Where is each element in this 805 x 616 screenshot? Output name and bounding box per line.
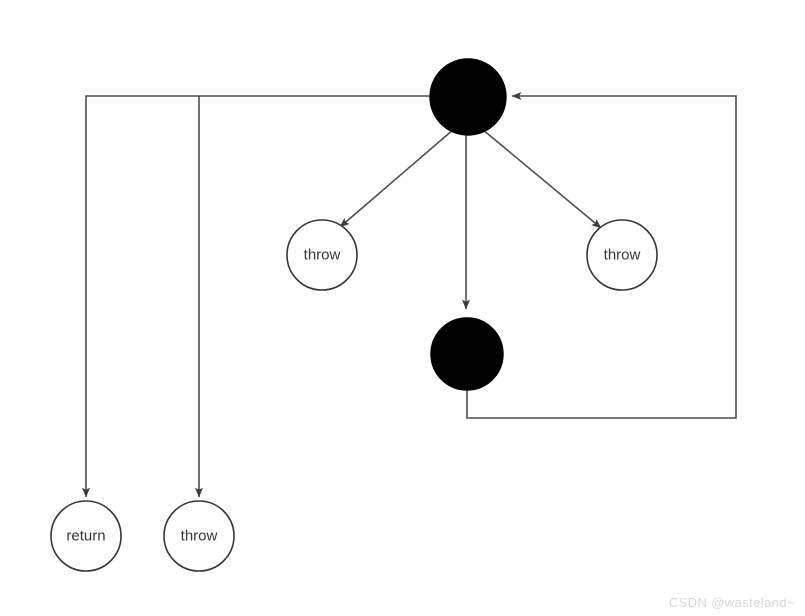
edge-root-to-right-throw [481, 128, 602, 229]
edge-root-to-return [82, 95, 430, 498]
node-middle-filled[interactable] [430, 317, 504, 391]
node-throw-bottom[interactable] [163, 500, 235, 572]
node-throw-bottom-label: throw [181, 528, 218, 545]
edge-root-to-left-throw [339, 128, 455, 228]
watermark: CSDN @wasteland~ [668, 595, 795, 610]
node-throw-right[interactable] [586, 219, 658, 291]
edge-loop-back-to-root [466, 92, 737, 419]
node-throw-right-label: throw [604, 247, 641, 264]
node-throw-left-label: throw [304, 247, 341, 264]
node-return-label: return [66, 528, 105, 545]
node-return[interactable] [50, 500, 122, 572]
node-root-filled[interactable] [429, 58, 507, 136]
node-throw-left[interactable] [286, 219, 358, 291]
